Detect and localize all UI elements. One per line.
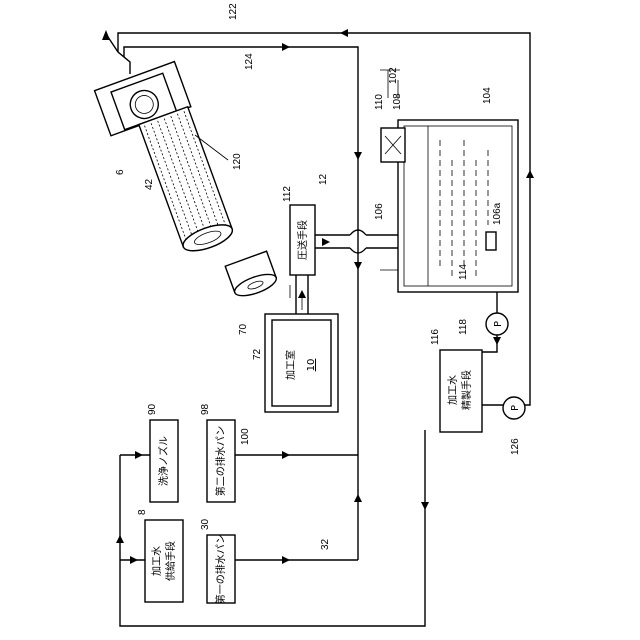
ref-72: 72	[252, 348, 263, 360]
ref-126: 126	[510, 438, 521, 455]
arrow-100	[282, 451, 290, 459]
arrow-106	[322, 238, 330, 246]
ref-30: 30	[200, 518, 211, 530]
label-chamber: 加工室	[284, 350, 297, 380]
arrow-124-top	[282, 43, 290, 51]
label-pressure-feed: 圧送手段	[296, 220, 309, 260]
ref-110: 110	[374, 94, 385, 110]
pump-126-symbol: P	[510, 405, 521, 411]
label-supply-2: 供給手段	[164, 541, 177, 581]
ref-42: 42	[144, 178, 155, 190]
arrow-loop-up	[116, 535, 124, 543]
ref-98: 98	[200, 403, 211, 415]
arrow-122-top	[340, 29, 348, 37]
arrow-122-start	[102, 30, 110, 40]
arrow-to-90	[135, 451, 143, 459]
label-supply-1: 加工水	[151, 546, 163, 576]
ref-100: 100	[240, 428, 251, 445]
ref-118: 118	[458, 319, 469, 335]
ref-114: 114	[458, 264, 469, 280]
arrow-32	[282, 556, 290, 564]
refining-box	[440, 350, 482, 432]
arrow-358-up	[354, 494, 362, 502]
ref-6: 6	[115, 169, 126, 175]
chamber-inner	[272, 320, 331, 406]
ref-124: 124	[244, 53, 255, 70]
ref-32: 32	[320, 538, 331, 550]
label-refining-2: 精製手段	[460, 370, 473, 410]
ref-112: 112	[282, 186, 293, 202]
nozzle-106a	[486, 232, 496, 250]
label-cleaning-nozzle: 洗浄ノズル	[157, 436, 170, 486]
arrow-down-270	[354, 262, 362, 270]
arrow-to-8	[130, 556, 138, 564]
ref-70: 70	[238, 323, 249, 335]
ref-90: 90	[147, 403, 158, 415]
ref-122: 122	[228, 3, 239, 20]
ref-106a: 106a	[492, 202, 503, 225]
arrow-up-feed	[298, 290, 306, 298]
spindle-assembly	[95, 62, 239, 267]
label-second-drain: 第二の排水パン	[214, 426, 227, 497]
ref-102: 102	[388, 67, 399, 84]
label-refining-1: 加工水	[447, 375, 459, 405]
wheel-part	[225, 251, 279, 300]
ref-108: 108	[392, 93, 403, 110]
pump-118-symbol: P	[493, 321, 504, 327]
arrow-loop-down	[421, 502, 429, 510]
ref-12: 12	[318, 173, 329, 185]
ref-120: 120	[232, 153, 243, 170]
arrow-118	[493, 337, 501, 345]
label-chamber-num: 10	[306, 359, 317, 372]
ref-106: 106	[374, 203, 385, 220]
water-supply-box	[145, 520, 183, 602]
arrow-122-up	[526, 170, 534, 178]
ref-104: 104	[482, 87, 493, 104]
ref-8: 8	[137, 509, 148, 515]
arrow-124-down	[354, 152, 362, 160]
label-first-drain: 第一の排水パン	[214, 534, 227, 605]
ref-116: 116	[430, 329, 441, 345]
